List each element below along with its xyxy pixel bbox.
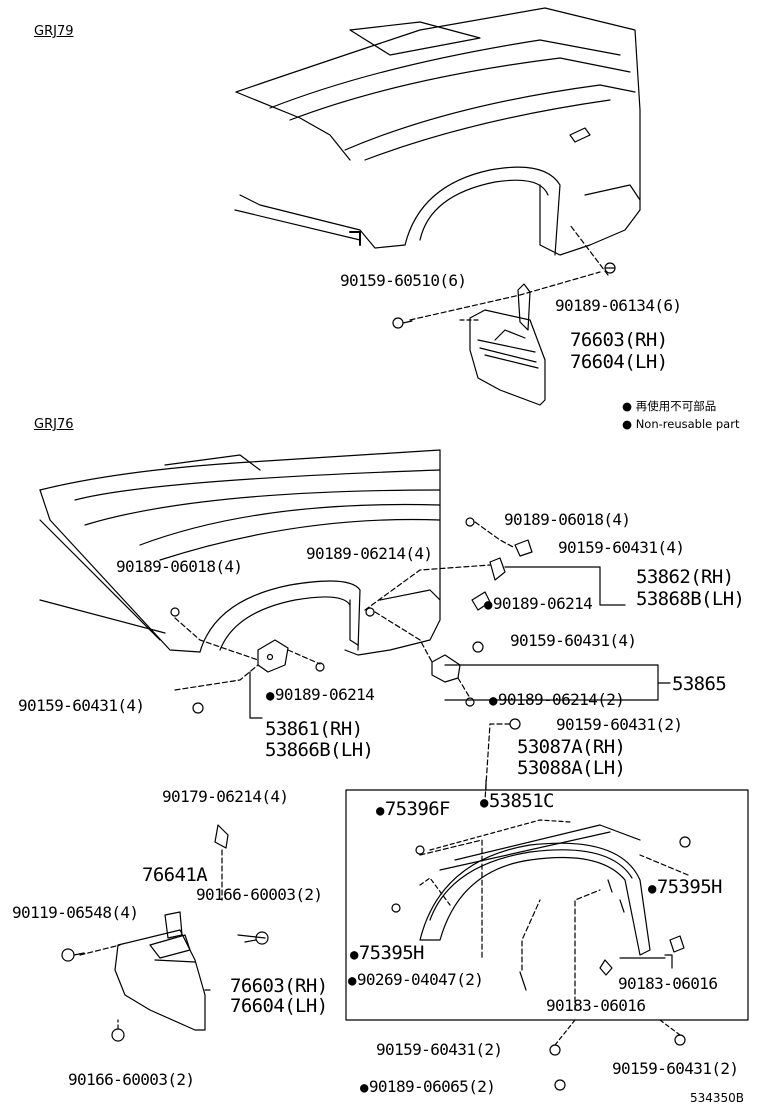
grj79-mudguard	[459, 283, 546, 406]
part-label[interactable]: 76641A	[142, 864, 208, 886]
legend-en: ● Non-reusable part	[622, 417, 740, 431]
part-label[interactable]: 90189-06018(4)	[504, 510, 631, 529]
part-label[interactable]: 90119-06548(4)	[12, 903, 139, 922]
part-label[interactable]: 75395H	[648, 878, 723, 897]
part-label[interactable]: 90189-06065(2)	[360, 1079, 496, 1095]
part-label[interactable]: 53865	[672, 673, 727, 695]
grj76-mudguard-fasteners	[61, 931, 686, 1091]
part-label[interactable]: 90159-60510(6)	[340, 271, 467, 290]
part-label[interactable]: 75396F	[376, 800, 451, 819]
legend-marker: ●	[622, 399, 633, 413]
grj76-fasteners	[170, 517, 521, 801]
grj76-mudguard	[79, 824, 229, 1031]
part-label[interactable]: 53866B(LH)	[265, 739, 374, 761]
part-label[interactable]: 76603(RH)	[570, 329, 668, 351]
part-label[interactable]: 76604(LH)	[230, 995, 328, 1017]
group-label-grj79: GRJ79	[34, 24, 74, 39]
part-label[interactable]: 90159-60431(2)	[376, 1040, 503, 1059]
part-label[interactable]: 53862(RH)	[636, 566, 734, 588]
part-label[interactable]: 53088A(LH)	[517, 757, 626, 779]
part-label[interactable]: 53087A(RH)	[517, 736, 626, 758]
part-label[interactable]: 90159-60431(4)	[510, 631, 637, 650]
part-label[interactable]: 76604(LH)	[570, 351, 668, 373]
part-label[interactable]: 90183-06016	[546, 996, 646, 1015]
part-label[interactable]: 90159-60431(4)	[18, 696, 145, 715]
misc-leaders	[237, 934, 673, 969]
part-label[interactable]: 90189-06134(6)	[555, 296, 682, 315]
part-label[interactable]: 90159-60431(2)	[612, 1059, 739, 1078]
part-label[interactable]: 53868B(LH)	[636, 588, 745, 610]
part-label[interactable]: 90166-60003(2)	[196, 885, 323, 904]
part-label[interactable]: 90183-06016	[618, 974, 718, 993]
part-label[interactable]: 76603(RH)	[230, 975, 328, 997]
part-label[interactable]: 90166-60003(2)	[68, 1070, 195, 1089]
part-label[interactable]: 90189-06018(4)	[116, 557, 243, 576]
part-label[interactable]: 90189-06214	[484, 596, 593, 612]
part-label[interactable]: 90269-04047(2)	[348, 972, 484, 988]
legend-marker: ●	[622, 417, 633, 431]
part-label[interactable]: 75395H	[350, 944, 425, 963]
group-label-grj76: GRJ76	[34, 417, 74, 432]
grj76-body-outline	[39, 449, 441, 656]
part-label[interactable]: 90189-06214(4)	[306, 544, 433, 563]
grj79-fasteners	[392, 224, 616, 329]
reference-code: 534350B	[690, 1091, 745, 1105]
part-label[interactable]: 90179-06214(4)	[162, 787, 289, 806]
legend-jp: ● 再使用不可部品	[622, 399, 717, 413]
grj79-body-outline	[234, 7, 641, 256]
part-label[interactable]: 90159-60431(2)	[556, 715, 683, 734]
part-label[interactable]: 53851C	[480, 792, 555, 811]
part-label[interactable]: 53861(RH)	[265, 718, 363, 740]
part-label[interactable]: 90189-06214(2)	[489, 692, 625, 708]
part-label[interactable]: 90189-06214	[266, 687, 375, 703]
fender-flare	[391, 819, 691, 1011]
part-label[interactable]: 90159-60431(4)	[558, 538, 685, 557]
